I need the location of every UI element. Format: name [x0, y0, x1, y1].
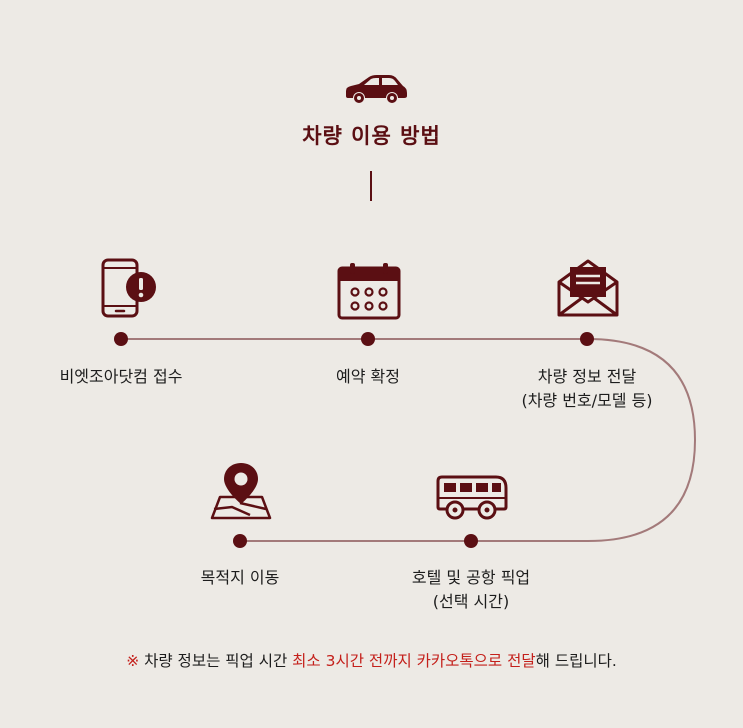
step-dot: [361, 332, 375, 346]
bus-icon: [436, 475, 508, 520]
step-dot: [114, 332, 128, 346]
calendar-icon: [337, 263, 401, 320]
note-suffix: 해 드립니다.: [535, 652, 617, 670]
step-sublabel-text: (차량 번호/모델 등): [521, 391, 653, 410]
step-label-confirm: 예약 확정: [268, 365, 468, 389]
step-label-text: 차량 정보 전달: [537, 367, 637, 386]
info-note: ※ 차량 정보는 픽업 시간 최소 3시간 전까지 카카오톡으로 전달해 드립니…: [0, 649, 743, 671]
step-dot: [464, 534, 478, 548]
car-icon: [346, 75, 407, 103]
step-label-text: 비엣조아닷컴 접수: [59, 367, 183, 386]
step-dot: [580, 332, 594, 346]
step-label-text: 호텔 및 공항 픽업: [411, 568, 531, 587]
title-divider: [370, 171, 372, 201]
note-highlight: 최소 3시간 전까지 카카오톡으로 전달: [292, 652, 536, 670]
note-prefix: ※ 차량 정보는 픽업 시간: [126, 652, 293, 670]
phone-alert-icon: [101, 258, 156, 318]
envelope-icon: [557, 259, 619, 317]
page-title: 차량 이용 방법: [302, 124, 441, 148]
map-pin-icon: [210, 463, 272, 520]
reference-mark: ※: [126, 652, 140, 670]
step-sublabel-text: (선택 시간): [432, 592, 510, 611]
step-label-text: 예약 확정: [336, 367, 400, 386]
step-label-pickup: 호텔 및 공항 픽업 (선택 시간): [371, 566, 571, 614]
step-label-vehicle-info: 차량 정보 전달 (차량 번호/모델 등): [487, 365, 687, 413]
step-label-destination: 목적지 이동: [140, 566, 340, 590]
step-label-text: 목적지 이동: [200, 568, 280, 587]
step-label-receive: 비엣조아닷컴 접수: [21, 365, 221, 389]
step-dot: [233, 534, 247, 548]
